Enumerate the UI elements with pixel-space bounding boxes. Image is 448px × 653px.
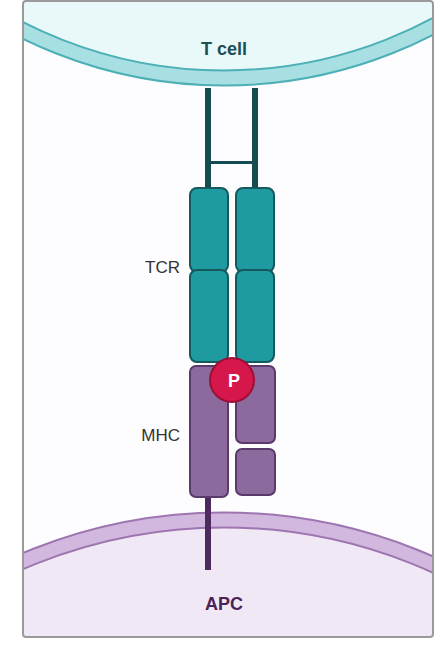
t-cell-membrane	[23, 1, 433, 78]
apc-body	[23, 520, 433, 637]
node-label: TCR	[100, 258, 180, 278]
membrane-line	[23, 513, 433, 638]
node-label: MHC	[100, 426, 180, 446]
mhc-domains	[190, 366, 275, 497]
mhc-stem	[205, 495, 211, 570]
t-cell-body	[23, 1, 433, 78]
node-label: T cell	[150, 39, 298, 60]
tcr-domain	[190, 188, 228, 272]
tcr-stem	[205, 88, 211, 192]
node-label: P	[211, 371, 257, 392]
disulfide-bond	[211, 161, 252, 164]
membrane-line	[23, 528, 433, 638]
receptor-shape: TCR	[190, 188, 274, 362]
membrane-line	[23, 1, 433, 71]
cell-label-region: T cell	[150, 36, 298, 64]
frame-border	[23, 1, 433, 637]
tcr-stem	[252, 88, 258, 192]
membrane-line	[23, 1, 433, 86]
tcr-domain	[236, 188, 274, 272]
apc-membrane	[23, 520, 433, 637]
tcr-domain	[236, 270, 274, 362]
node-label: APC	[150, 594, 298, 615]
tcr-chains	[190, 188, 274, 362]
mhc-domain	[236, 449, 275, 495]
mhc-shape: MHC	[190, 366, 275, 497]
peptide-circle: P	[209, 357, 255, 403]
tcr-domain	[190, 270, 228, 362]
cell-label-region: APC	[150, 591, 298, 619]
